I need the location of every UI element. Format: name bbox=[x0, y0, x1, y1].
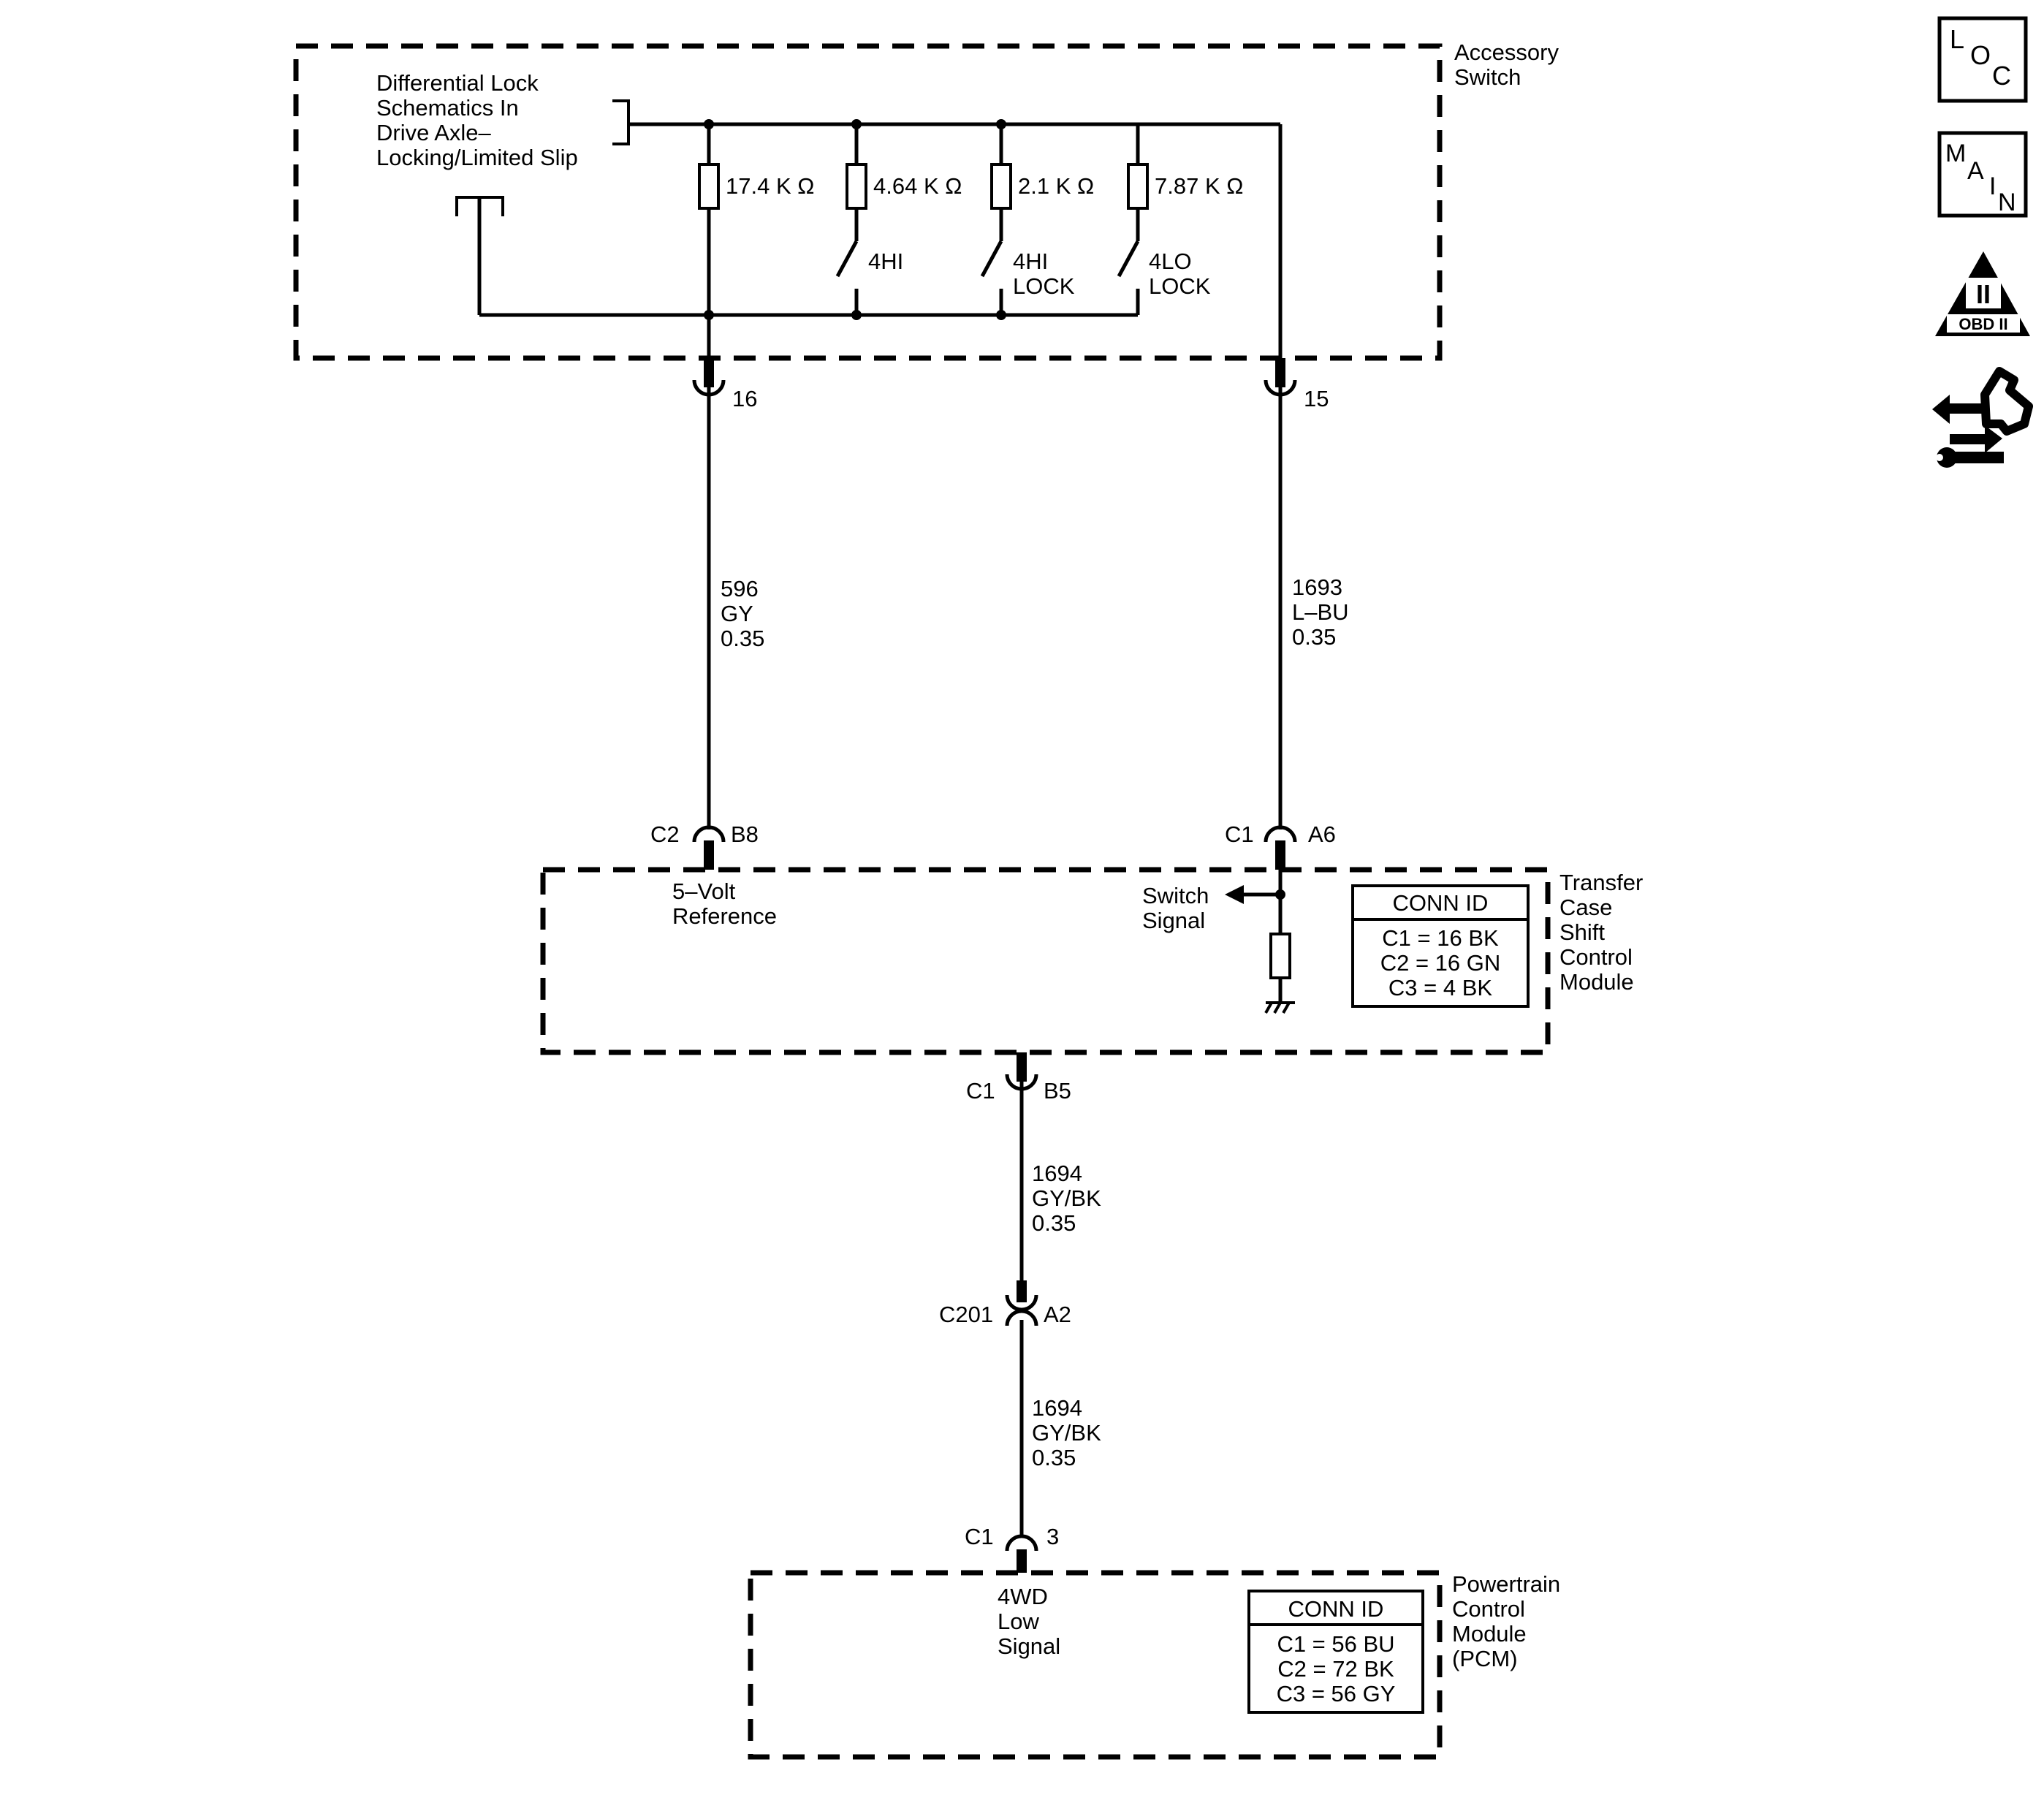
accessory-switch-pins: 16 15 bbox=[692, 358, 1329, 411]
pin-3-label: 3 bbox=[1046, 1524, 1059, 1549]
switch-signal-label: Switch Signal bbox=[1142, 883, 1215, 933]
connector-c1-a6 bbox=[1264, 825, 1297, 843]
resistor-7k87-label: 7.87 K Ω bbox=[1155, 173, 1243, 199]
junction-dot bbox=[1275, 889, 1285, 900]
4wd-low-signal-label: 4WD Low Signal bbox=[998, 1584, 1060, 1659]
resistor-17k4 bbox=[698, 163, 720, 210]
accessory-switch-label: Accessory Switch bbox=[1454, 39, 1565, 90]
accessory-switch: Accessory Switch Differential Lock Schem… bbox=[293, 39, 1565, 373]
resistor-2k1-label: 2.1 K Ω bbox=[1018, 173, 1094, 199]
tccm-bottom-connector: C1 B5 bbox=[966, 1052, 1071, 1104]
conn-id-table-tccm: CONN ID C1 = 16 BK C2 = 16 GN C3 = 4 BK bbox=[1351, 884, 1530, 1008]
circuit-1694-lower-label: 1694 GY/BK 0.35 bbox=[1032, 1395, 1107, 1470]
main-icon[interactable]: M A I N bbox=[1937, 131, 2028, 218]
resistor-7k87 bbox=[1127, 163, 1149, 210]
conn-id-title: CONN ID bbox=[1288, 1596, 1384, 1622]
svg-text:A: A bbox=[1967, 157, 1984, 185]
resistor-17k4-label: 17.4 K Ω bbox=[726, 173, 814, 199]
transfer-case-module-boundary bbox=[540, 867, 1551, 1055]
junction-dot bbox=[996, 310, 1006, 320]
svg-text:O: O bbox=[1970, 40, 1991, 70]
junction-dot bbox=[851, 119, 862, 129]
reference-bracket-top bbox=[612, 99, 630, 145]
loc-icon[interactable]: L O C bbox=[1937, 16, 2028, 103]
five-volt-reference-label: 5–Volt Reference bbox=[672, 878, 777, 929]
svg-text:OBD II: OBD II bbox=[1958, 315, 2007, 333]
accessory-switch-boundary bbox=[293, 43, 1443, 361]
conn-id-row: C1 = 56 BU bbox=[1277, 1631, 1394, 1657]
conn-id-row: C2 = 72 BK bbox=[1277, 1656, 1394, 1682]
signal-arrow-head bbox=[1225, 885, 1244, 904]
transfer-case-module-label: Transfer Case Shift Control Module bbox=[1559, 870, 1649, 995]
transfer-case-top-connectors: C2 B8 C1 A6 bbox=[650, 821, 1336, 870]
svg-text:II: II bbox=[1976, 279, 1991, 309]
svg-text:L: L bbox=[1950, 24, 1964, 54]
switch-4hi-label: 4HI bbox=[868, 248, 903, 274]
junction-dot bbox=[851, 310, 862, 320]
inline-connector-male bbox=[1005, 1309, 1038, 1326]
connector-c2-b8 bbox=[692, 825, 726, 843]
obd-ii-icon[interactable]: II OBD II bbox=[1935, 251, 2030, 336]
junction-dot bbox=[704, 119, 714, 129]
resistor-2k1 bbox=[990, 163, 1012, 210]
pin-16-label: 16 bbox=[732, 386, 757, 411]
pcm-boundary bbox=[748, 1570, 1443, 1760]
connector-c1-label: C1 bbox=[966, 1078, 995, 1104]
circuit-1694-upper-label: 1694 GY/BK 0.35 bbox=[1032, 1161, 1107, 1236]
inline-connector-pin-label: A2 bbox=[1044, 1302, 1071, 1327]
pcm-top-connector: C1 3 bbox=[965, 1524, 1059, 1573]
conn-id-row: C3 = 4 BK bbox=[1388, 975, 1492, 1001]
switch-4hi-lock-label: 4HI LOCK bbox=[1013, 248, 1075, 299]
connector-c1-label: C1 bbox=[965, 1524, 994, 1549]
pin-b5-label: B5 bbox=[1044, 1078, 1071, 1104]
svg-text:N: N bbox=[1998, 189, 2016, 216]
svg-text:C: C bbox=[1992, 61, 2011, 91]
svg-text:I: I bbox=[1989, 172, 1996, 200]
conn-id-row: C1 = 16 BK bbox=[1382, 925, 1499, 951]
switch-4lo-lock-blade bbox=[1117, 240, 1140, 278]
connector-c1-pin3 bbox=[1005, 1534, 1038, 1552]
powertrain-control-module: Powertrain Control Module (PCM) 4WD Low … bbox=[748, 1570, 1567, 1760]
circuit-1693-label: 1693 L–BU 0.35 bbox=[1292, 574, 1355, 650]
ground-icon bbox=[1264, 1001, 1295, 1014]
junction-dot bbox=[704, 310, 714, 320]
conn-id-row: C3 = 56 GY bbox=[1277, 1681, 1396, 1706]
resistor-4k64 bbox=[846, 163, 867, 210]
conn-id-title: CONN ID bbox=[1393, 890, 1489, 916]
resistor-4k64-label: 4.64 K Ω bbox=[873, 173, 962, 199]
conn-id-table-pcm: CONN ID C1 = 56 BU C2 = 72 BK C3 = 56 GY bbox=[1247, 1590, 1424, 1714]
diagnostic-tool-icon[interactable] bbox=[1932, 367, 2033, 468]
switch-4hi-lock-blade bbox=[980, 240, 1003, 278]
inline-connector-label: C201 bbox=[939, 1302, 993, 1327]
connector-c1-label: C1 bbox=[1225, 821, 1254, 847]
transfer-case-shift-control-module: Transfer Case Shift Control Module 5–Vol… bbox=[540, 867, 1649, 1055]
conn-id-row: C2 = 16 GN bbox=[1380, 950, 1501, 976]
pcm-label: Powertrain Control Module (PCM) bbox=[1452, 1571, 1567, 1671]
inline-connector-c201: C201 A2 bbox=[939, 1280, 1071, 1327]
pulldown-resistor bbox=[1269, 933, 1291, 979]
switch-4hi-blade bbox=[835, 240, 859, 278]
differential-lock-note: Differential Lock Schematics In Drive Ax… bbox=[376, 70, 578, 170]
pin-a6-label: A6 bbox=[1308, 821, 1336, 847]
svg-text:M: M bbox=[1945, 140, 1966, 167]
junction-dot bbox=[996, 119, 1006, 129]
pin-15-label: 15 bbox=[1304, 386, 1329, 411]
switch-4lo-lock-label: 4LO LOCK bbox=[1149, 248, 1211, 299]
circuit-596-label: 596 GY 0.35 bbox=[721, 576, 764, 651]
connector-c2-label: C2 bbox=[650, 821, 680, 847]
pin-b8-label: B8 bbox=[731, 821, 759, 847]
